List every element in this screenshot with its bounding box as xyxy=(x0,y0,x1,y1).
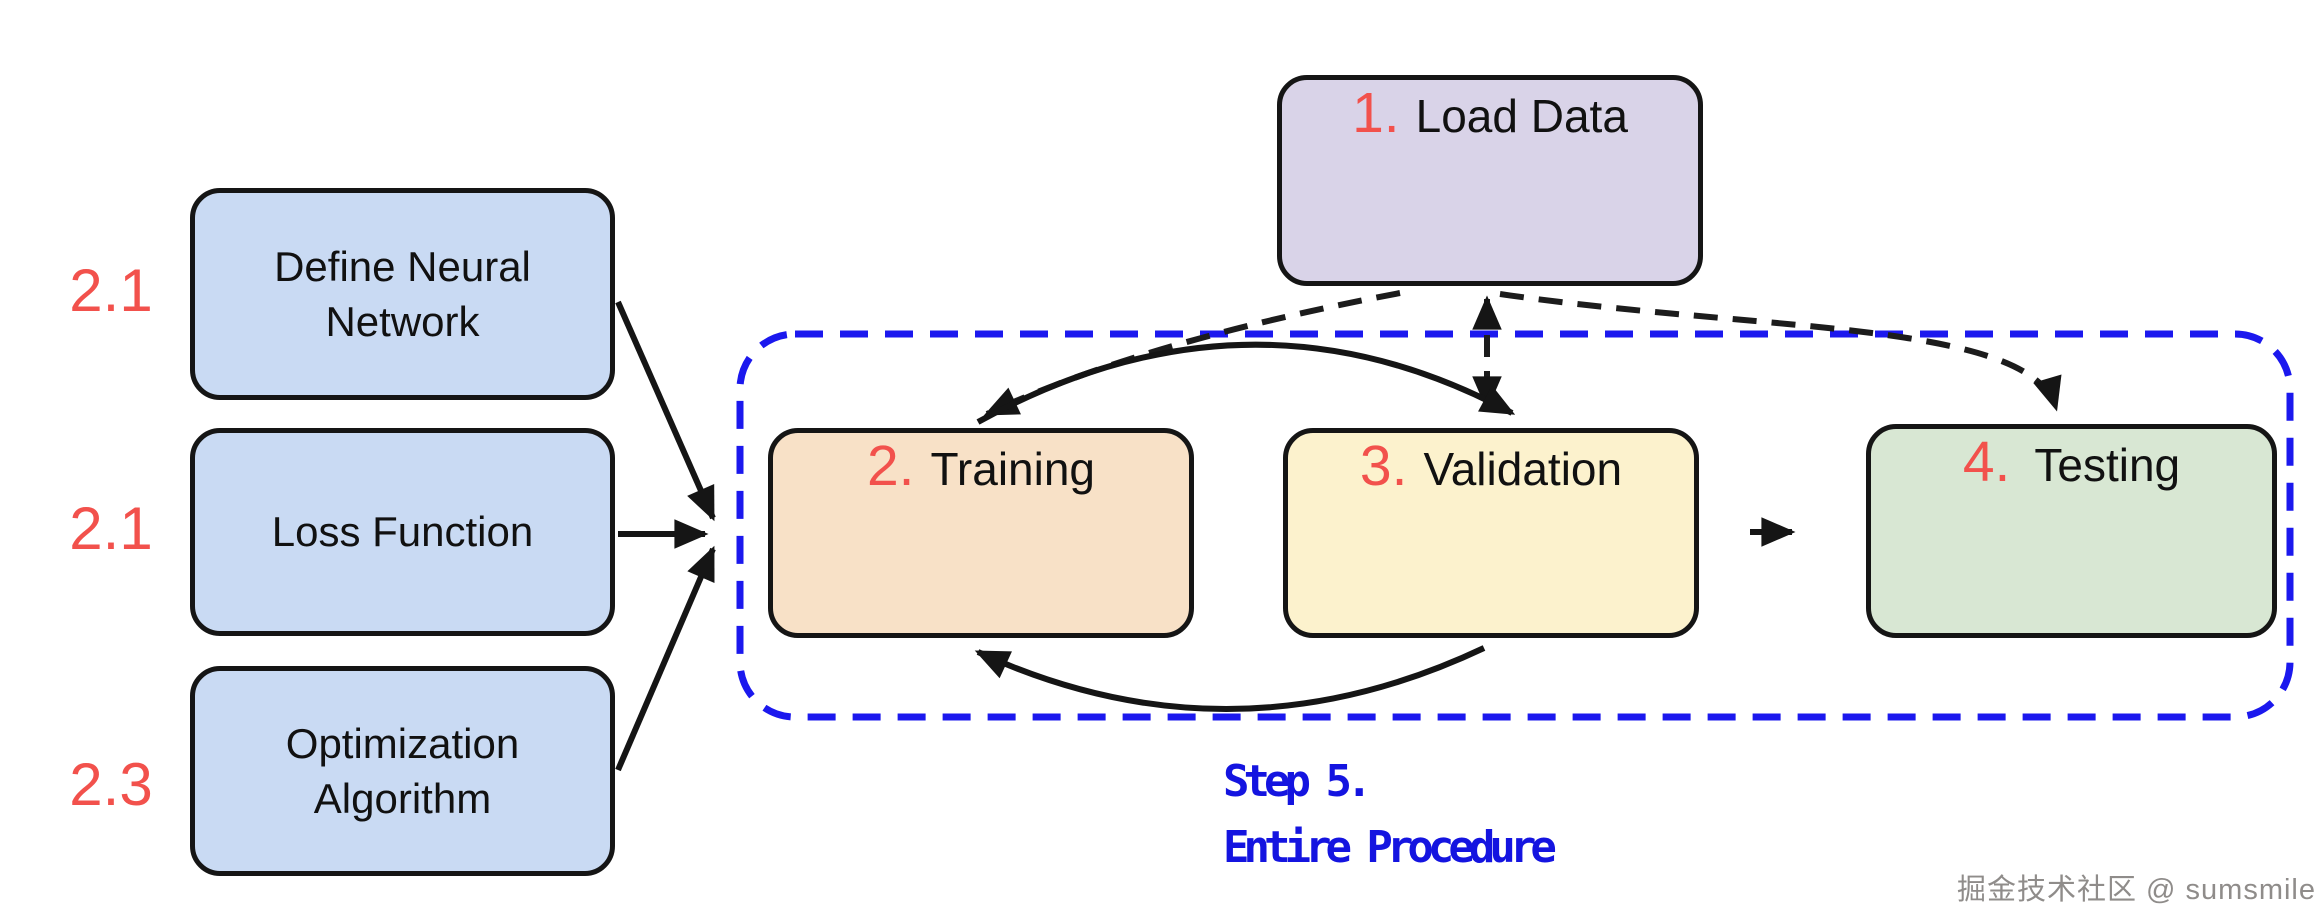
validation-box: 3. Validation xyxy=(1283,428,1699,638)
arrow-define-to-training xyxy=(615,300,716,522)
optimization-algorithm-label: Optimization Algorithm xyxy=(285,719,520,822)
section-label-2-1-loss: 2.1 xyxy=(69,495,153,562)
arrow-optimization-to-training xyxy=(615,545,716,772)
load-data-label: Load Data xyxy=(1415,90,1628,142)
watermark: 掘金技术社区 @ sumsmile xyxy=(1956,874,2316,906)
dashed-arrow-loaddata-to-testing xyxy=(1499,291,2062,412)
loss-function-box: Loss Function xyxy=(190,428,615,636)
section-label-2-3-optimization: 2.3 xyxy=(69,751,153,818)
training-label: Training xyxy=(930,443,1096,495)
testing-number: 4. xyxy=(1962,430,2011,494)
load-data-box: 1. Load Data xyxy=(1277,75,1703,286)
arc-training-to-validation xyxy=(976,341,1516,425)
entire-procedure-dashed-frame xyxy=(736,330,2294,721)
training-box: 2. Training xyxy=(768,428,1194,638)
section-label-2-1-define: 2.1 xyxy=(69,257,153,324)
caption-step5: Step 5. xyxy=(1223,756,1372,807)
dashed-arrow-loaddata-to-training xyxy=(983,290,1401,417)
define-neural-network-box: Define Neural Network xyxy=(190,188,615,400)
training-number: 2. xyxy=(866,434,915,498)
load-data-number: 1. xyxy=(1352,81,1400,145)
caption-entire-procedure: Entire Procedure xyxy=(1223,822,1557,873)
validation-label: Validation xyxy=(1423,443,1623,495)
testing-label: Testing xyxy=(2034,439,2181,491)
optimization-algorithm-box: Optimization Algorithm xyxy=(190,666,615,876)
arc-validation-to-training xyxy=(974,645,1486,712)
define-neural-network-label: Define Neural Network xyxy=(274,242,531,345)
loss-function-label: Loss Function xyxy=(271,508,534,556)
validation-number: 3. xyxy=(1359,434,1408,498)
testing-box: 4. Testing xyxy=(1866,424,2277,638)
